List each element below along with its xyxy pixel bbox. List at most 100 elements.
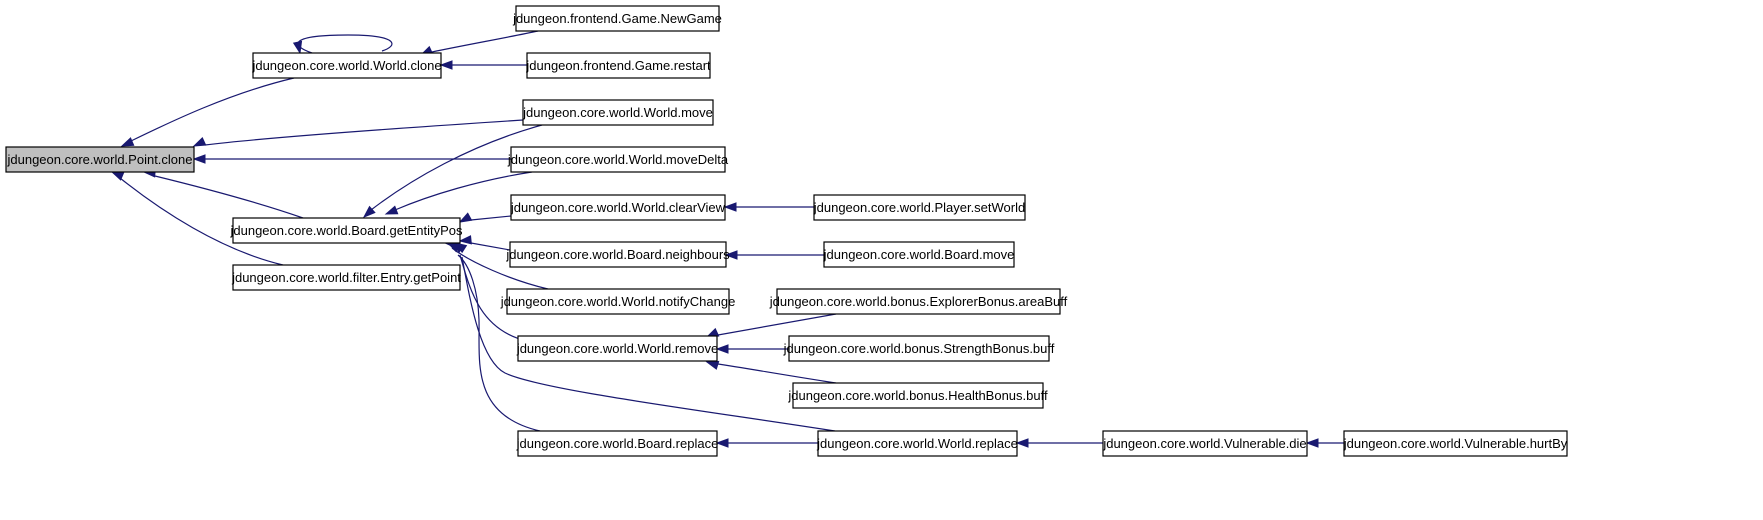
node-board-move[interactable]: jdungeon.core.world.Board.move (823, 241, 1015, 268)
node-box[interactable] (5, 146, 195, 173)
node-label: jdungeon.core.world.World.clearView (510, 200, 726, 215)
nodes-layer: jdungeon.core.world.Point.clone jdungeon.… (5, 5, 1568, 457)
node-world-notifychange[interactable]: jdungeon.core.world.World.notifyChange (500, 288, 736, 315)
edge-arrowhead (723, 202, 737, 212)
node-health-buff[interactable]: jdungeon.core.world.bonus.HealthBonus.bu… (787, 382, 1048, 409)
edge-arrowhead (384, 205, 399, 215)
edge-board_neighbours-to-board_getentitypos (458, 235, 511, 251)
edge-arrowhead (724, 250, 738, 260)
node-label: jdungeon.core.world.Vulnerable.hurtBy (1343, 436, 1568, 451)
edge-line (470, 215, 512, 221)
edge-world_clearview-to-board_getentitypos (458, 212, 512, 223)
node-label: jdungeon.core.world.World.remove (516, 341, 718, 356)
edge-line (130, 77, 295, 142)
edge-world_clone-to-world_clone (292, 34, 393, 55)
node-label: jdungeon.core.world.World.clone (251, 58, 441, 73)
edge-arrowhead (446, 242, 461, 253)
edge-line (431, 30, 539, 53)
edges-layer (110, 30, 1344, 448)
node-label: jdungeon.core.world.Vulnerable.die (1102, 436, 1306, 451)
node-label: jdungeon.core.world.World.replace (816, 436, 1018, 451)
node-vulnerable-hurtby[interactable]: jdungeon.core.world.Vulnerable.hurtBy (1343, 430, 1568, 457)
edge-line (461, 256, 836, 432)
edge-arrowhead (1015, 438, 1029, 448)
node-box[interactable] (517, 335, 718, 362)
node-box[interactable] (506, 288, 730, 315)
node-box[interactable] (813, 194, 1026, 221)
node-label: jdungeon.core.world.Point.clone (6, 152, 192, 167)
node-world-clearview[interactable]: jdungeon.core.world.World.clearView (510, 194, 726, 221)
edge-board_getentitypos-to-point_clone (142, 168, 304, 219)
edge-line (470, 242, 511, 251)
edge-world_move-to-point_clone (192, 119, 524, 147)
node-box[interactable] (1343, 430, 1568, 457)
edge-game_newgame-to-world_clone (419, 30, 539, 56)
node-label: jdungeon.frontend.Game.NewGame (512, 11, 722, 26)
edge-health_buff-to-world_remove (705, 360, 837, 384)
edge-board_replace-to-board_getentitypos (446, 242, 541, 432)
edge-arrowhead (192, 154, 206, 164)
node-box[interactable] (517, 430, 718, 457)
node-box[interactable] (232, 264, 461, 291)
edge-line (717, 313, 837, 336)
node-explorer-areabuff[interactable]: jdungeon.core.world.bonus.ExplorerBonus.… (769, 288, 1068, 315)
node-world-clone[interactable]: jdungeon.core.world.World.clone (251, 52, 442, 79)
node-box[interactable] (510, 146, 726, 173)
node-box[interactable] (776, 288, 1061, 315)
edge-line (717, 363, 837, 384)
node-label: jdungeon.core.world.World.moveDelta (507, 152, 729, 167)
node-label: jdungeon.core.world.bonus.ExplorerBonus.… (769, 294, 1068, 309)
edge-world_replace-to-board_replace (715, 438, 818, 448)
node-world-move[interactable]: jdungeon.core.world.World.move (522, 99, 714, 126)
node-box[interactable] (792, 382, 1044, 409)
node-game-restart[interactable]: jdungeon.frontend.Game.restart (525, 52, 711, 79)
edge-arrowhead (715, 344, 729, 354)
edge-arrowhead (715, 438, 729, 448)
node-box[interactable] (788, 335, 1050, 362)
node-label: jdungeon.frontend.Game.restart (525, 58, 711, 73)
node-label: jdungeon.core.world.World.notifyChange (500, 294, 736, 309)
node-world-movedelta[interactable]: jdungeon.core.world.World.moveDelta (507, 146, 729, 173)
node-world-replace[interactable]: jdungeon.core.world.World.replace (816, 430, 1018, 457)
node-vulnerable-die[interactable]: jdungeon.core.world.Vulnerable.die (1102, 430, 1308, 457)
node-box[interactable] (252, 52, 442, 79)
node-strength-buff[interactable]: jdungeon.core.world.bonus.StrengthBonus.… (783, 335, 1055, 362)
edge-explorer_areabuff-to-world_remove (705, 313, 837, 338)
node-point-clone[interactable]: jdungeon.core.world.Point.clone (5, 146, 195, 173)
node-board-getentitypos[interactable]: jdungeon.core.world.Board.getEntityPos (230, 217, 463, 244)
node-entry-getpoint[interactable]: jdungeon.core.world.filter.Entry.getPoin… (231, 264, 461, 291)
node-label: jdungeon.core.world.bonus.StrengthBonus.… (783, 341, 1055, 356)
node-box[interactable] (232, 217, 461, 244)
node-label: jdungeon.core.world.World.move (522, 105, 713, 120)
node-world-remove[interactable]: jdungeon.core.world.World.remove (516, 335, 718, 362)
node-label: jdungeon.core.world.filter.Entry.getPoin… (231, 270, 461, 285)
node-box[interactable] (817, 430, 1018, 457)
node-box[interactable] (1102, 430, 1308, 457)
edge-world_move-to-board_getentitypos (362, 124, 543, 218)
edge-arrowhead (1305, 438, 1319, 448)
node-box[interactable] (823, 241, 1015, 268)
node-player-setworld[interactable]: jdungeon.core.world.Player.setWorld (813, 194, 1026, 221)
edge-arrowhead (110, 171, 125, 181)
edge-arrowhead (192, 136, 207, 147)
node-board-neighbours[interactable]: jdungeon.core.world.Board.neighbours (505, 241, 730, 268)
node-game-newgame[interactable]: jdungeon.frontend.Game.NewGame (512, 5, 722, 32)
edge-vulnerable_die-to-world_replace (1015, 438, 1103, 448)
node-label: jdungeon.core.world.Board.move (823, 247, 1015, 262)
node-box[interactable] (510, 194, 726, 221)
edge-world_movedelta-to-board_getentitypos (384, 171, 533, 215)
node-box[interactable] (526, 52, 711, 79)
edge-line (394, 171, 533, 211)
node-box[interactable] (515, 5, 720, 32)
node-label: jdungeon.core.world.Board.replace (516, 436, 719, 451)
edge-arrowhead (458, 212, 473, 223)
node-board-replace[interactable]: jdungeon.core.world.Board.replace (516, 430, 719, 457)
node-label: jdungeon.core.world.Board.neighbours (505, 247, 730, 262)
node-box[interactable] (522, 99, 714, 126)
edge-line (154, 175, 304, 219)
edge-arrowhead (292, 40, 303, 55)
edge-world_movedelta-to-point_clone (192, 154, 511, 164)
node-box[interactable] (509, 241, 727, 268)
edge-strength_buff-to-world_remove (715, 344, 789, 354)
